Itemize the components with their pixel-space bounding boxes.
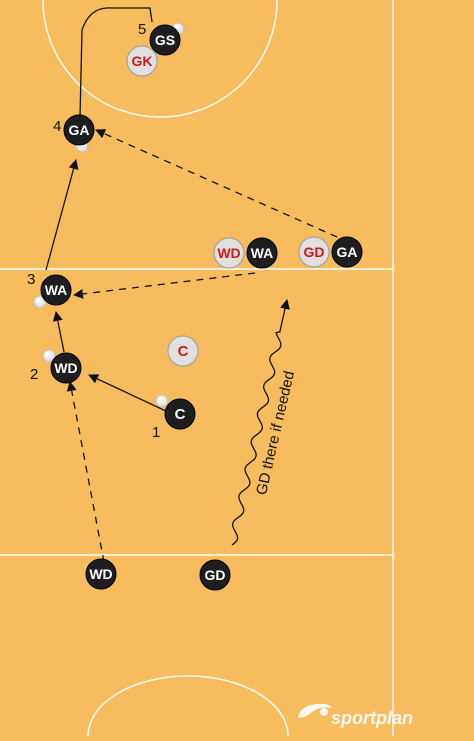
- player-token: [164, 398, 196, 430]
- player-token: [213, 237, 245, 269]
- player-wa: WA: [40, 274, 72, 306]
- pass-arrow-3: [45, 159, 79, 271]
- ball-icon: [155, 394, 169, 408]
- player-label: WA: [45, 282, 68, 298]
- player-token: [246, 237, 278, 269]
- player-label: WD: [217, 245, 240, 261]
- pass-number-3: 3: [27, 271, 35, 288]
- shooting-circle-top: [42, 0, 278, 118]
- player-token: [149, 24, 181, 56]
- player-gd-bottom: GD: [199, 559, 231, 591]
- centre-circle-bottom: [87, 675, 289, 737]
- ga-dashed-arrow: [95, 129, 338, 238]
- pass-numbers: 1 2 3 4 5: [27, 21, 160, 441]
- movement-lines: [45, 7, 338, 563]
- player-token: [298, 236, 330, 268]
- player-label: GK: [132, 53, 153, 69]
- sportplan-logo: sportplan: [298, 703, 413, 728]
- player-token: [199, 559, 231, 591]
- player-gk: GK: [126, 45, 158, 77]
- player-token: [126, 45, 158, 77]
- player-gs: GS: [149, 24, 181, 56]
- player-token: [40, 274, 72, 306]
- player-wd: WD: [50, 352, 82, 384]
- player-c: C: [164, 398, 196, 430]
- player-wd-bottom: WD: [85, 558, 117, 590]
- player-label: WD: [54, 360, 77, 376]
- player-ga-top: GA: [63, 114, 95, 146]
- player-token: [331, 236, 363, 268]
- ball-icon: [42, 349, 56, 363]
- pass-number-5: 5: [138, 21, 146, 38]
- pass-arrow-2: [52, 311, 65, 353]
- player-wd-mid: WD: [213, 237, 245, 269]
- player-label: GD: [205, 567, 226, 583]
- player-token: [85, 558, 117, 590]
- wd-dashed-arrow: [66, 381, 105, 563]
- player-ga-mid: GA: [331, 236, 363, 268]
- logo-text: sportplan: [331, 708, 413, 728]
- player-label: WD: [89, 566, 112, 582]
- player-label: C: [175, 406, 186, 423]
- pass-arrow-1: [88, 374, 169, 413]
- player-label: GS: [155, 32, 175, 48]
- player-token: [63, 114, 95, 146]
- player-label: GA: [69, 122, 90, 138]
- pass-number-1: 1: [152, 424, 160, 441]
- wa-dashed-arrow: [73, 272, 256, 299]
- player-label: GD: [304, 244, 325, 260]
- court-lines: [0, 0, 394, 737]
- pass-number-4: 4: [53, 118, 61, 135]
- player-label: GA: [337, 244, 358, 260]
- ball-icon: [33, 295, 47, 309]
- player-label: C: [178, 343, 189, 360]
- gd-wavy-arrow: [231, 299, 290, 546]
- player-wa-mid: WA: [246, 237, 278, 269]
- player-token: [167, 335, 199, 367]
- player-token: [50, 352, 82, 384]
- player-label: WA: [251, 245, 274, 261]
- logo-swoosh-icon: [298, 703, 332, 718]
- logo-ball-icon: [320, 708, 328, 716]
- gs-lead-path: [79, 7, 153, 119]
- pass-number-2: 2: [30, 366, 38, 383]
- player-c-light: C: [167, 335, 199, 367]
- player-gd-mid: GD: [298, 236, 330, 268]
